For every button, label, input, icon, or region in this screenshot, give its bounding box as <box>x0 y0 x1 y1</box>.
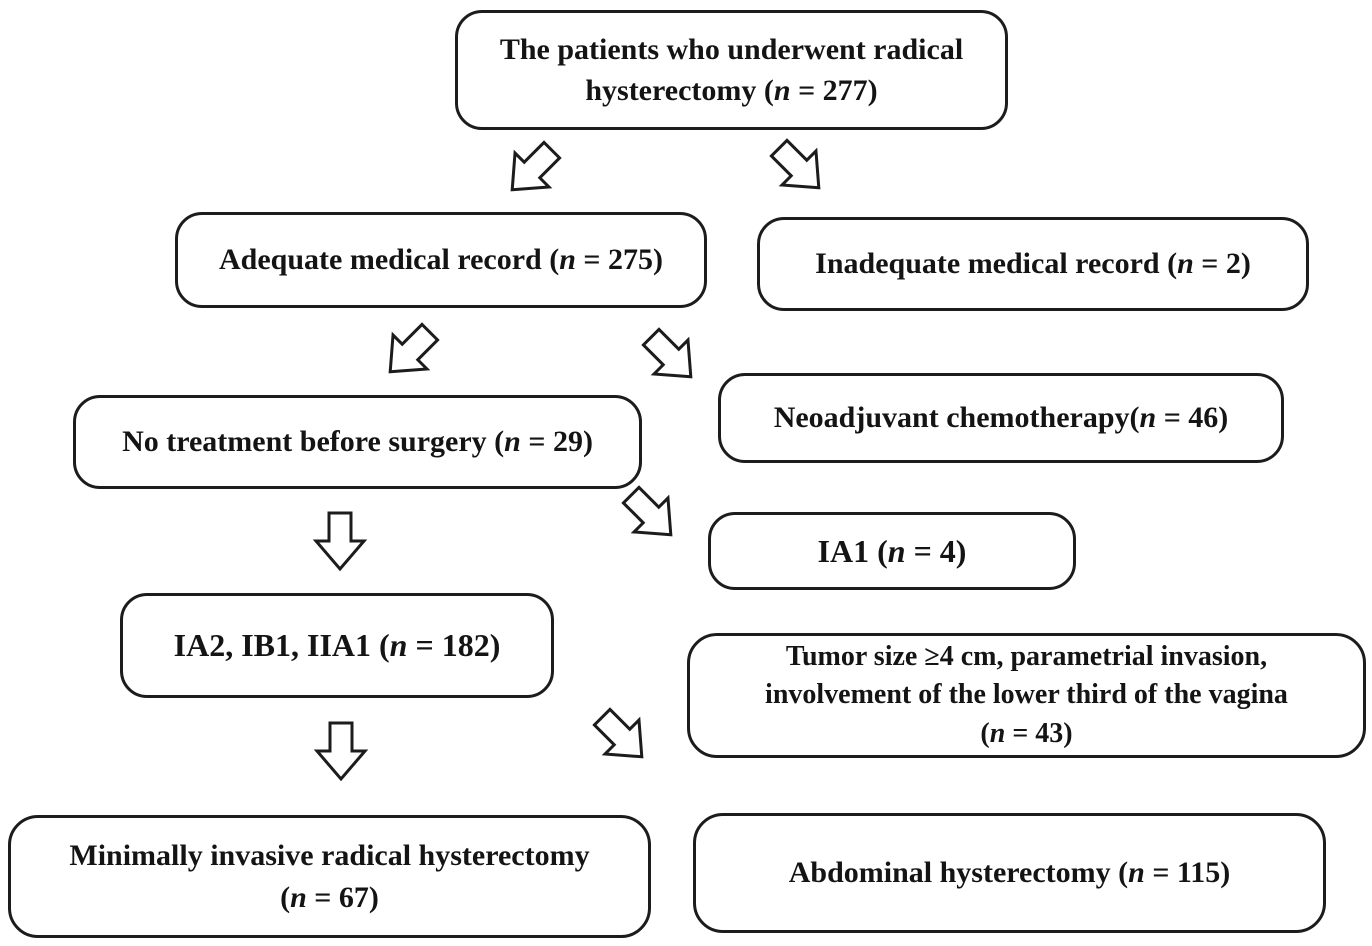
arrow-early-stage-to-tumor-criteria-icon <box>592 707 644 759</box>
flow-box-minimally-invasive: Minimally invasive radical hysterectomy … <box>8 815 651 938</box>
box-text: Abdominal hysterectomy (n = 115) <box>788 856 1231 890</box>
arrow-adequate-to-neoadjuvant-icon <box>641 327 693 379</box>
box-text: Minimally invasive radical hysterectomy <box>69 839 590 873</box>
flow-box-early-stage: IA2, IB1, IIA1 (n = 182) <box>120 593 554 698</box>
n-variable: n <box>559 243 576 277</box>
box-text: Tumor size ≥4 cm, parametrial invasion, <box>785 640 1268 672</box>
arrow-adequate-to-no-treatment-icon <box>388 322 440 374</box>
box-text: Inadequate medical record (n = 2) <box>815 247 1251 281</box>
arrow-root-to-adequate-icon <box>510 140 562 192</box>
arrow-early-stage-to-mis-icon <box>313 721 369 782</box>
n-variable: n <box>773 74 791 107</box>
box-text: No treatment before surgery (n = 29) <box>122 425 593 459</box>
flow-box-inadequate-record: Inadequate medical record (n = 2) <box>757 217 1309 311</box>
flow-box-adequate-record: Adequate medical record (n = 275) <box>175 212 707 308</box>
n-variable: n <box>1128 856 1145 890</box>
n-variable: n <box>989 717 1006 749</box>
arrow-no-treatment-to-early-stage-icon <box>312 511 368 572</box>
flow-box-abdominal: Abdominal hysterectomy (n = 115) <box>693 813 1326 933</box>
box-text: involvement of the lower third of the va… <box>765 679 1288 711</box>
flow-box-neoadjuvant-chemo: Neoadjuvant chemotherapy(n = 46) <box>718 373 1284 463</box>
box-text: (n = 43) <box>980 717 1073 749</box>
arrow-no-treatment-to-ia1-icon <box>621 485 673 537</box>
n-variable: n <box>504 425 521 459</box>
n-variable: n <box>290 880 307 914</box>
box-text: Adequate medical record (n = 275) <box>219 243 663 277</box>
box-text: The patients who underwent radical <box>499 32 964 66</box>
n-variable: n <box>887 532 906 569</box>
box-text: IA2, IB1, IIA1 (n = 182) <box>173 627 501 664</box>
box-text: (n = 67) <box>280 880 379 914</box>
flow-box-tumor-criteria: Tumor size ≥4 cm, parametrial invasion, … <box>687 633 1366 758</box>
n-variable: n <box>1139 401 1157 435</box>
n-variable: n <box>1177 247 1194 281</box>
box-text: hysterectomy (n = 277) <box>585 74 878 107</box>
arrow-root-to-inadequate-icon <box>769 138 821 190</box>
box-text: Neoadjuvant chemotherapy(n = 46) <box>773 401 1229 435</box>
flow-box-root: The patients who underwent radical hyste… <box>455 10 1008 130</box>
flow-box-ia1: IA1 (n = 4) <box>708 512 1076 590</box>
n-variable: n <box>389 627 408 664</box>
box-text: IA1 (n = 4) <box>817 532 967 569</box>
flow-box-no-treatment: No treatment before surgery (n = 29) <box>73 395 642 489</box>
